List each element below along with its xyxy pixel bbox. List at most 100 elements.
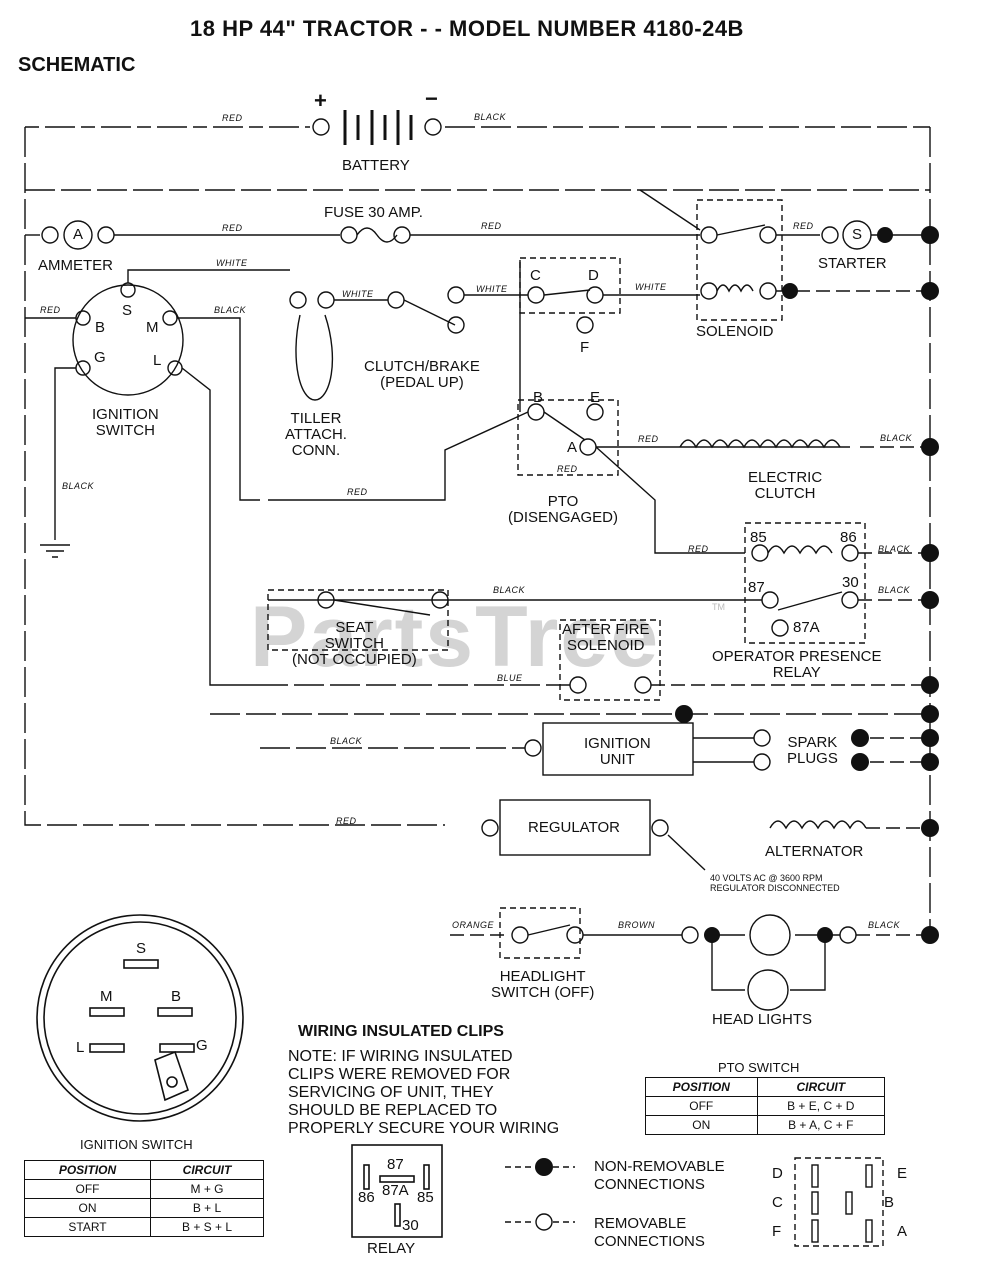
ignition-table-cell: ON (23, 1198, 152, 1218)
ignition-table-cell: M + G (150, 1179, 264, 1199)
headlight-switch-label: HEADLIGHT SWITCH (OFF) (491, 968, 595, 1001)
battery-label: BATTERY (342, 157, 410, 174)
clips-note: NOTE: IF WIRING INSULATED CLIPS WERE REM… (288, 1048, 560, 1137)
pto-table-header: POSITION (645, 1077, 758, 1097)
battery-minus: − (425, 86, 438, 111)
clutch-brake-label: CLUTCH/BRAKE (PEDAL UP) (364, 358, 480, 391)
ign-terminal-b: B (95, 319, 106, 336)
pto-terminal-e: E (590, 389, 601, 406)
wire-white: WHITE (635, 282, 667, 292)
headlight-top (749, 914, 791, 956)
seat-switch-label: SEAT SWITCH (NOT OCCUPIED) (292, 619, 417, 668)
ign-diagram-s: S (136, 940, 147, 957)
legend-symbols (505, 1166, 575, 1231)
relay-diagram-caption: RELAY (367, 1240, 416, 1257)
clips-heading: WIRING INSULATED CLIPS (298, 1023, 504, 1040)
wire-white: WHITE (476, 284, 508, 294)
relay-terminal-87: 87 (748, 579, 765, 596)
tiller-connector (295, 314, 334, 401)
ignition-table: POSITION CIRCUIT OFF M + G ON B + L STAR… (23, 1160, 264, 1237)
pto-terminal-a: A (567, 439, 578, 456)
fuse-link (356, 227, 398, 243)
ign-terminal-s: S (122, 302, 133, 319)
ignition-switch-body (72, 284, 184, 396)
relay-diagram-85: 85 (417, 1189, 434, 1206)
starter-symbol: S (852, 226, 863, 243)
wire-red: RED (793, 221, 814, 231)
wire-red: RED (222, 113, 243, 123)
relay-diagram-87: 87 (387, 1156, 404, 1173)
watermark: PartsTree (250, 589, 661, 685)
ammeter-terminal-right (97, 226, 115, 244)
trademark: TM (712, 602, 725, 612)
wire-white: WHITE (342, 289, 374, 299)
pto-table-cell: ON (645, 1115, 758, 1135)
wire-black: BLACK (493, 585, 526, 595)
headlight-bottom (747, 969, 789, 1011)
ground-symbol (40, 544, 70, 558)
ign-terminal-l: L (153, 352, 162, 369)
ignition-table-cell: START (23, 1217, 152, 1237)
ignition-table-header: POSITION (23, 1160, 152, 1180)
wire-red: RED (481, 221, 502, 231)
relay-box (744, 522, 866, 644)
pto-pinout (794, 1157, 884, 1247)
pto-terminal-d: D (588, 267, 599, 284)
wire-black: BLACK (474, 112, 507, 122)
head-lights-label: HEAD LIGHTS (712, 1011, 813, 1028)
pto-label: PTO (DISENGAGED) (508, 493, 619, 526)
ignition-switch-diagram (36, 914, 244, 1122)
spark-plugs-label: SPARK PLUGS (787, 734, 838, 767)
wire-black: BLACK (878, 544, 911, 554)
pto-pin-d: D (772, 1165, 783, 1182)
ignition-table-cell: OFF (23, 1179, 152, 1199)
ammeter-label: AMMETER (38, 257, 113, 274)
pto-pin-c: C (772, 1194, 783, 1211)
wire-black: BLACK (330, 736, 363, 746)
ign-diagram-l: L (76, 1039, 85, 1056)
section-heading: SCHEMATIC (18, 54, 136, 76)
wire-red: RED (688, 544, 709, 554)
pto-table-cell: B + A, C + F (756, 1115, 886, 1135)
pto-table-cell: B + E, C + D (756, 1096, 886, 1116)
alternator-coil (769, 820, 867, 830)
wire-red: RED (40, 305, 61, 315)
pto-pin-b: B (884, 1194, 895, 1211)
pto-table-caption: PTO SWITCH (718, 1060, 800, 1075)
solenoid-box (696, 199, 783, 321)
relay-terminal-85: 85 (750, 529, 767, 546)
legend-non-removable: NON-REMOVABLE CONNECTIONS (594, 1158, 725, 1193)
ignition-table-header: CIRCUIT (150, 1160, 264, 1180)
non-removable-dots (675, 226, 939, 944)
battery-terminal-minus (424, 118, 442, 136)
pto-terminal-b: B (533, 389, 544, 406)
relay-terminal-87a: 87A (793, 619, 820, 636)
left-bus (24, 127, 445, 826)
wire-black: BLACK (868, 920, 901, 930)
tiller-label: TILLER ATTACH. CONN. (285, 410, 347, 459)
ignition-unit-box (542, 722, 694, 776)
ignition-table-cell: B + L (150, 1198, 264, 1218)
relay-coil (767, 545, 833, 555)
pto-terminal-c: C (530, 267, 541, 284)
page-title: 18 HP 44" TRACTOR - - MODEL NUMBER 4180-… (190, 16, 744, 41)
wire-red: RED (347, 487, 368, 497)
after-fire-label: AFTER FIRE SOLENOID (562, 621, 650, 654)
ign-terminal-m: M (146, 319, 159, 336)
pto-table-header: CIRCUIT (756, 1077, 886, 1097)
pto-table-cell: OFF (645, 1096, 758, 1116)
wire-blue: BLUE (497, 673, 523, 683)
ign-diagram-m: M (100, 988, 113, 1005)
relay-diagram-30: 30 (402, 1217, 419, 1234)
relay-terminal-30: 30 (842, 574, 859, 591)
ign-terminal-g: G (94, 349, 106, 366)
pto-terminal-f: F (580, 339, 590, 356)
wire-red: RED (222, 223, 243, 233)
pto-pin-f: F (772, 1223, 782, 1240)
wire-orange: ORANGE (452, 920, 495, 930)
ammeter-symbol: A (73, 226, 84, 243)
pto-pin-e: E (897, 1165, 908, 1182)
relay-terminal-86: 86 (840, 529, 857, 546)
ammeter-body (63, 220, 93, 250)
